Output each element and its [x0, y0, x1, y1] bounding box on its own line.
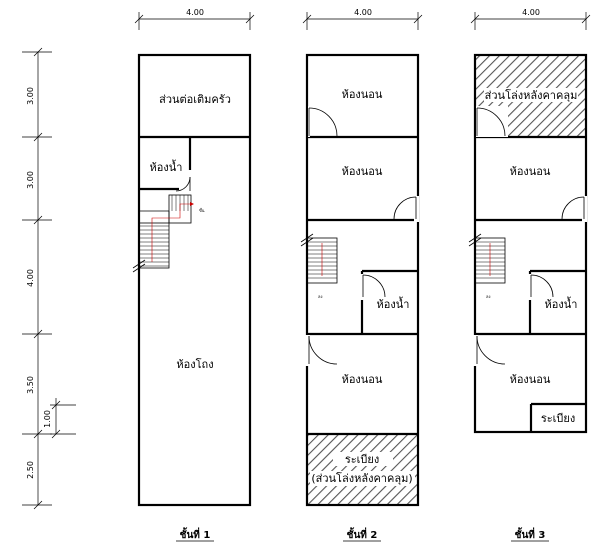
room-balcony-floor-3: ระเบียง — [541, 412, 575, 425]
floor-3-plan: ลง ส่วนโล่งหลังคาคลุม ห้องนอน ห้องน้ำ ห้… — [468, 53, 588, 434]
room-bedroom-3b: ห้องนอน — [510, 373, 551, 386]
arrow-head — [190, 202, 194, 206]
stair-treads-1 — [139, 195, 189, 267]
stair-up-label: ขึ้น — [199, 206, 205, 213]
height-dim-2: 3.00 — [26, 171, 35, 189]
room-hall: ห้องโถง — [176, 357, 213, 371]
balcony-hatch — [307, 434, 418, 505]
room-bedroom-3a: ห้องนอน — [510, 165, 551, 178]
width-dim-floor-3: 4.00 — [522, 8, 540, 17]
floor-1-plan: ขึ้น ส่วนต่อเติมครัว ห้องน้ำ ห้องโถง — [132, 53, 252, 507]
width-dimensions — [134, 12, 591, 30]
stair-down-label-floor-3: ลง — [486, 294, 490, 299]
stair-down-label-floor-2: ลง — [318, 294, 322, 299]
room-bathroom-floor-2: ห้องน้ำ — [377, 296, 410, 311]
vertical-dimension-chain — [22, 47, 76, 510]
height-dim-sub: 1.00 — [43, 410, 52, 428]
room-bedroom-2c: ห้องนอน — [342, 373, 383, 386]
floor-1-stairs — [138, 194, 192, 269]
height-dim-5: 2.50 — [26, 461, 35, 479]
room-extension-kitchen: ส่วนต่อเติมครัว — [159, 93, 231, 106]
height-dim-3: 4.00 — [26, 269, 35, 287]
room-bedroom-2b: ห้องนอน — [342, 165, 383, 178]
caption-floor-2: ชั้นที่ 2 — [347, 527, 378, 541]
caption-floor-3: ชั้นที่ 3 — [515, 527, 546, 541]
width-dim-floor-1: 4.00 — [186, 8, 204, 17]
height-dim-1: 3.00 — [26, 87, 35, 105]
stair-treads-2 — [307, 241, 337, 279]
floor-2-plan: ลง ห้องนอน ห้องนอน ห้องน้ำ ห้องนอน ระเบี… — [300, 53, 420, 507]
width-dim-floor-2: 4.00 — [354, 8, 372, 17]
balcony-note-bg — [310, 471, 415, 486]
room-bathroom-floor-3: ห้องน้ำ — [545, 296, 578, 311]
room-bedroom-2a: ห้องนอน — [342, 88, 383, 101]
balcony-note: (ส่วนโล่งหลังคาคลุม) — [311, 471, 412, 485]
balcony-label-bg — [333, 452, 393, 466]
room-bathroom-floor-1: ห้องน้ำ — [150, 159, 183, 174]
open-roofed-label-bg — [484, 88, 578, 102]
room-balcony-floor-2: ระเบียง — [345, 453, 379, 466]
stair-direction-arrow — [151, 203, 190, 262]
height-dim-4: 3.50 — [26, 376, 35, 394]
room-open-roofed: ส่วนโล่งหลังคาคลุม — [485, 88, 578, 102]
caption-floor-1: ชั้นที่ 1 — [180, 527, 211, 541]
